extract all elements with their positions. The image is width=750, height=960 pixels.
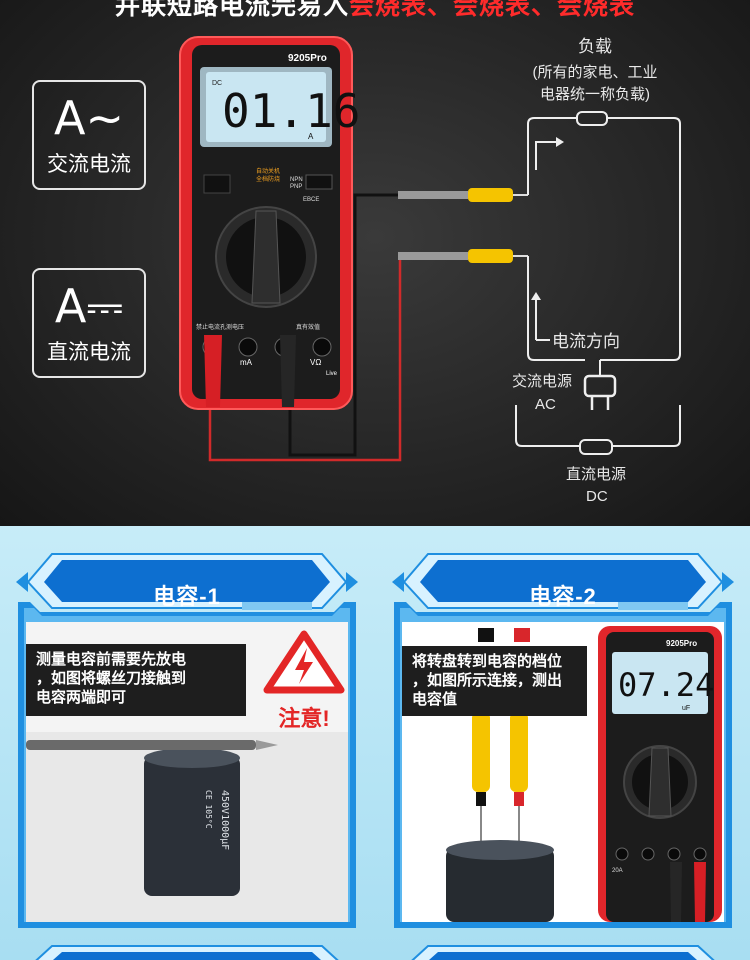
- meter-ma-port-label: mA: [240, 358, 253, 367]
- card-2-note-line-1: 将转盘转到电容的档位: [412, 653, 563, 670]
- meter-npn-label: NPN: [290, 177, 303, 183]
- card-1-title: 电容-1: [153, 584, 221, 609]
- high-voltage-icon: [263, 630, 345, 694]
- dc-current-label: 直流电流: [47, 341, 131, 364]
- warning-sign: 注意!: [263, 630, 345, 734]
- dc-source-label: 直流电源: [566, 466, 627, 483]
- card-2-note-line-3: 电容值: [412, 691, 458, 708]
- capacitor-temp-text: CE 105°C: [204, 790, 213, 829]
- ac-current-label: 交流电流: [47, 153, 131, 176]
- capacitor-discharge-photo: 450V1000μF CE 105°C 测量电容前需要先放电 ，如图将螺丝刀接触…: [26, 622, 348, 922]
- black-probe-tip: [398, 191, 468, 199]
- warning-banner: 并联短路电流完易入会烧表、会烧表、会烧表: [0, 0, 750, 22]
- current-measurement-section: 并联短路电流完易入会烧表、会烧表、会烧表 A~ 交流电流 A⎓ 直流电流 920…: [0, 0, 750, 526]
- meter-live-label: Live: [326, 371, 338, 377]
- card-2-note: 将转盘转到电容的档位 ，如图所示连接，测出 电容值: [402, 646, 587, 716]
- meter-warning-label: 禁止电流孔测电压: [196, 323, 244, 331]
- card-2-note-line-2: ，如图所示连接，测出: [412, 672, 563, 689]
- capacitor-card-2: 电容-2 9205Pro 07.24 uF: [386, 546, 740, 938]
- load-desc-line-1: (所有的家电、工业: [532, 64, 658, 81]
- yellow-probe-icon: [510, 712, 528, 792]
- card-1-note-line-2: ，如图将螺丝刀接触到: [36, 670, 187, 687]
- yellow-probe-icon: [472, 712, 490, 792]
- card-2-title: 电容-2: [529, 584, 597, 609]
- card-2-20a-port-label: 20A: [612, 868, 623, 874]
- meter-v-port-label: VΩ: [310, 358, 321, 367]
- ac-current-icon: A~: [53, 91, 124, 145]
- ac-source-label: 交流电源: [512, 373, 573, 390]
- ac-abbr-label: AC: [535, 396, 556, 413]
- meter-ebce-label: EBCE: [303, 197, 319, 203]
- meter-auto-off-label: 自动关机: [256, 167, 280, 175]
- current-direction-label: 电流方向: [552, 332, 620, 351]
- capacitor-rating-text: 450V1000μF: [219, 790, 230, 850]
- meter-dc-tag: DC: [212, 80, 222, 87]
- dc-source-icon: [579, 439, 613, 455]
- load-desc-line-2: 电器统一称负载): [540, 86, 650, 103]
- red-probe-tip: [398, 252, 468, 260]
- dc-current-icon: A⎓: [54, 279, 124, 333]
- meter-reading: 01.16: [222, 84, 358, 138]
- capacitor-measure-photo: 9205Pro 07.24 uF 20A 将转盘转到电容的档位 ，如图所示连接，…: [402, 622, 724, 922]
- dc-abbr-label: DC: [586, 488, 608, 505]
- banner-text-red: 会烧表、会烧表、会烧表: [349, 0, 636, 20]
- next-card-peek-right: [411, 945, 715, 960]
- capacitor-card-1: 电容-1 450V1000μF CE 105°C 测量电容前需要先放电 ，如图将…: [10, 546, 364, 938]
- warning-text: 注意!: [278, 706, 330, 731]
- black-probe-handle: [468, 188, 513, 202]
- multimeter-illustration: 9205Pro DC 01.16 A 自动关机 全档防烧 NPN PNP EBC…: [179, 36, 358, 410]
- card-1-note-line-3: 电容两端即可: [36, 689, 127, 706]
- red-probe-handle: [468, 249, 513, 263]
- banner-text-white: 并联短路电流完易入: [114, 0, 349, 20]
- dc-current-mode-box: A⎓ 直流电流: [32, 268, 146, 378]
- meter-model-text: 9205Pro: [288, 53, 327, 64]
- card-2-meter-model: 9205Pro: [666, 639, 697, 648]
- card-1-note: 测量电容前需要先放电 ，如图将螺丝刀接触到 电容两端即可: [26, 644, 246, 716]
- ac-current-mode-box: A~ 交流电流: [32, 80, 146, 190]
- card-2-meter-reading: 07.24: [618, 666, 714, 704]
- meter-protect-label: 全档防烧: [256, 175, 280, 183]
- meter-unit: A: [308, 132, 314, 141]
- meter-true-rms-label: 真有效值: [296, 323, 320, 331]
- meter-pnp-label: PNP: [290, 184, 302, 190]
- circuit-diagram: [208, 111, 681, 462]
- capacitor-measurement-section: 电容-1 450V1000μF CE 105°C 测量电容前需要先放电 ，如图将…: [0, 526, 750, 960]
- ac-plug-icon: [583, 374, 617, 398]
- card-1-note-line-1: 测量电容前需要先放电: [36, 651, 187, 668]
- load-title: 负载: [578, 37, 612, 56]
- card-2-meter-unit: uF: [682, 705, 690, 712]
- next-card-peek-left: [35, 945, 339, 960]
- load-resistor-icon: [576, 111, 608, 126]
